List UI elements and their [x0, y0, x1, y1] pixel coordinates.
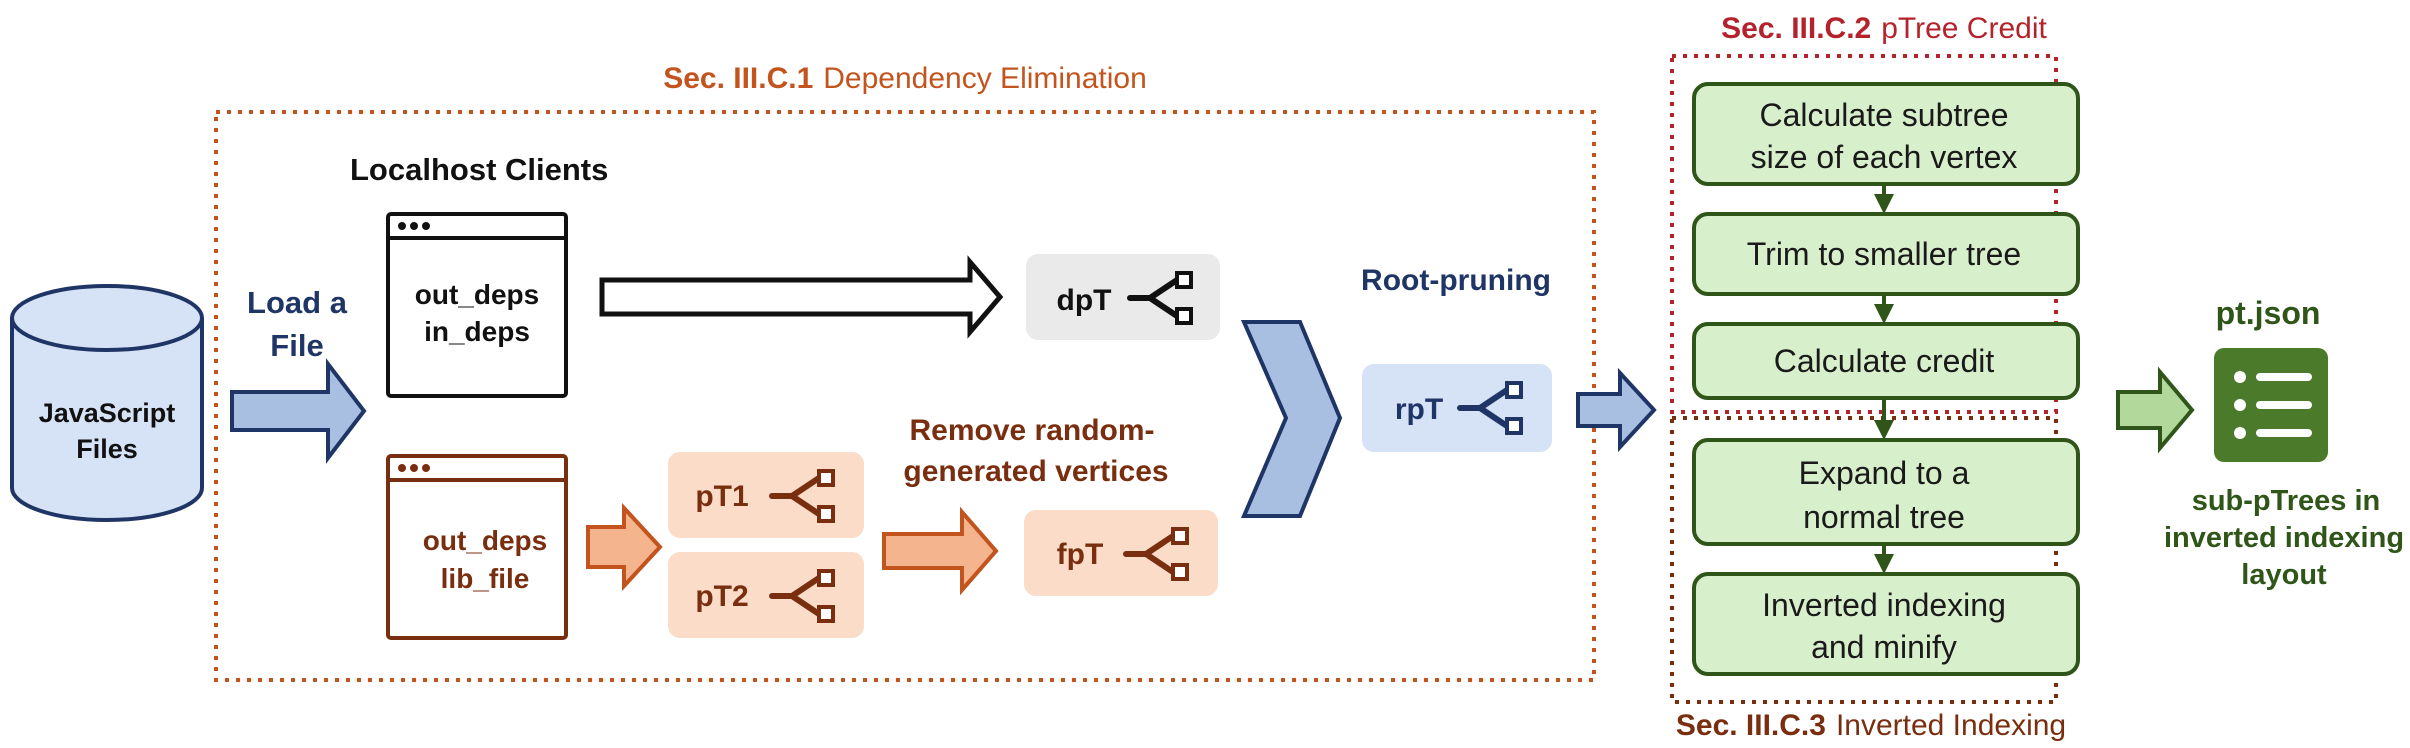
section-c1-prefix: Sec. III.C.1 — [663, 62, 813, 95]
pT2-node: pT2 — [668, 552, 864, 638]
step-calc-credit: Calculate credit — [1692, 322, 2080, 400]
merge-chevron — [1240, 320, 1343, 518]
step-calc-subtree: Calculate subtree size of each vertex — [1692, 82, 2080, 186]
fpT-label: fpT — [1057, 538, 1104, 571]
step-calc-subtree-line1: Calculate subtree — [1759, 97, 2008, 133]
remove-random-label-1: Remove random- — [909, 414, 1154, 447]
step-calc-subtree-line2: size of each vertex — [1751, 139, 2018, 175]
client-bottom-label-1: out_deps — [423, 525, 547, 556]
pT1-label: pT1 — [695, 480, 748, 513]
rpT-label: rpT — [1395, 393, 1443, 426]
section-c2-prefix: Sec. III.C.2 — [1721, 12, 1871, 45]
fpT-tree-icon — [1123, 527, 1189, 581]
arrow-to-credit — [1576, 367, 1657, 453]
section-c3-title: Inverted Indexing — [1836, 709, 2066, 742]
step-inverted-index-line2: and minify — [1811, 629, 1957, 665]
output-caption-2: inverted indexing — [2164, 522, 2404, 554]
section-c2-heading: Sec. III.C.2 pTree Credit — [1721, 12, 2047, 45]
tree-icons — [769, 271, 1523, 623]
step-inverted-index-line1: Inverted indexing — [1762, 587, 2006, 623]
dpT-tree-icon — [1127, 271, 1193, 325]
arrow-to-pT — [586, 502, 663, 592]
output-caption-1: sub-pTrees in — [2192, 485, 2381, 517]
localhost-clients-title: Localhost Clients — [350, 152, 608, 187]
javascript-files-label-1: JavaScript — [39, 398, 176, 428]
fpT-node: fpT — [1024, 510, 1218, 596]
step-expand-tree-line1: Expand to a — [1799, 455, 1970, 491]
step-trim-tree: Trim to smaller tree — [1692, 212, 2080, 296]
output-caption-3: layout — [2241, 559, 2327, 591]
client-bottom-label-2: lib_file — [441, 563, 530, 594]
section-c2-title: pTree Credit — [1881, 12, 2047, 45]
section-c1-heading: Sec. III.C.1 Dependency Elimination — [663, 62, 1147, 95]
client-window-top: out_deps in_deps — [386, 212, 568, 398]
pT1-tree-icon — [769, 469, 835, 523]
section-c3-heading: Sec. III.C.3 Inverted Indexing — [1676, 709, 2066, 742]
load-file-label-1: Load a — [247, 285, 348, 320]
dpT-label: dpT — [1057, 284, 1112, 317]
client-window-bottom: out_deps lib_file — [386, 454, 568, 640]
pT2-tree-icon — [769, 569, 835, 623]
javascript-files-database: JavaScript Files — [10, 284, 204, 522]
step-expand-tree: Expand to a normal tree — [1692, 438, 2080, 546]
section-c3-region — [1670, 416, 2058, 704]
javascript-files-label-2: Files — [76, 434, 138, 464]
step-expand-tree-line2: normal tree — [1803, 499, 1965, 535]
arrow-to-output — [2116, 366, 2195, 454]
root-pruning-label: Root-pruning — [1361, 264, 1551, 297]
arrow-to-fpT — [882, 506, 999, 596]
rpT-tree-icon — [1457, 381, 1523, 435]
dpT-node: dpT — [1026, 254, 1220, 340]
section-c1-title: Dependency Elimination — [823, 62, 1147, 95]
list-document-icon — [2214, 348, 2328, 462]
load-file-arrow — [230, 358, 367, 464]
load-file-label-2: File — [270, 328, 323, 363]
arrow-to-dpT — [599, 255, 1004, 339]
output-title: pt.json — [2216, 295, 2321, 331]
pT1-node: pT1 — [668, 452, 864, 538]
step-trim-tree-label: Trim to smaller tree — [1747, 236, 2021, 272]
section-c3-prefix: Sec. III.C.3 — [1676, 709, 1826, 742]
step-calc-credit-label: Calculate credit — [1774, 343, 1995, 379]
step-inverted-index: Inverted indexing and minify — [1692, 572, 2080, 676]
client-top-label-2: in_deps — [424, 316, 530, 347]
pT2-label: pT2 — [695, 580, 748, 613]
client-top-label-1: out_deps — [415, 279, 539, 310]
remove-random-label-2: generated vertices — [903, 455, 1168, 488]
